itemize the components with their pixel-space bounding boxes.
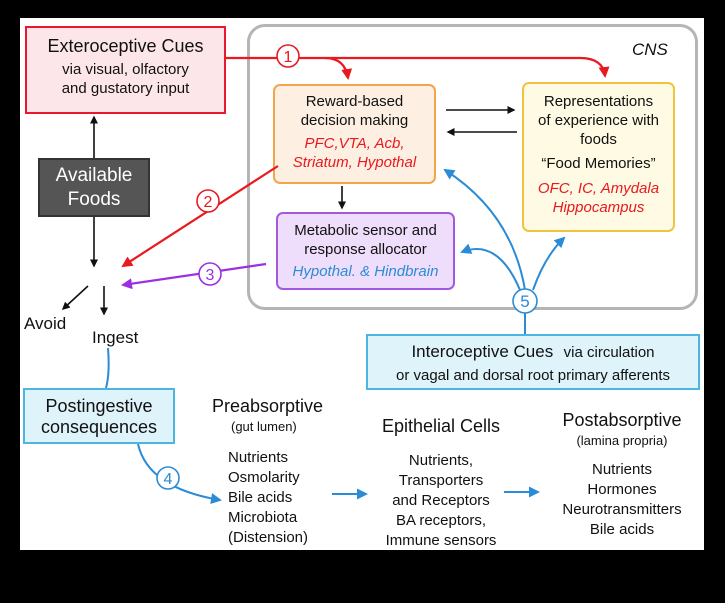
memory-regions-line1: OFC, IC, Amydala [537,180,660,197]
exteroceptive-line1: via visual, olfactory [62,61,189,78]
memory-line3: foods [580,131,617,148]
reward-regions-line1: PFC,VTA, Acb, [304,135,405,152]
list-item: Nutrients, [408,452,474,469]
interoceptive-cues-box: Interoceptive Cues via circulation or va… [366,334,700,390]
available-foods-line1: Available [55,165,133,186]
reward-line2: decision making [300,112,409,129]
interoceptive-line2: or vagal and dorsal root primary afferen… [395,367,671,384]
marker-1-label: 1 [284,49,293,66]
preabsorptive-sub: (gut lumen) [231,419,297,434]
arrow-4-to-preabsorptive [137,443,222,504]
interoceptive-suffix: via circulation [563,344,655,361]
marker-3: 3 [198,262,222,286]
avoid-label: Avoid [24,314,67,333]
marker-5: 5 [512,288,538,314]
arrow-2-to-choice [121,165,279,268]
ingest-label: Ingest [92,328,139,347]
list-item: Hormones [587,481,657,498]
interoceptive-title: Interoceptive Cues [411,342,554,361]
list-item: and Receptors [392,492,490,509]
reward-regions-line2: Striatum, Hypothal [292,154,417,171]
connector-layer: 1 2 3 4 5 [61,44,610,504]
arrow-to-avoid [61,285,89,311]
list-item: Nutrients [228,449,289,466]
cns-label: CNS [632,40,668,59]
postingestive-box: Postingestive consequences [23,388,175,444]
arrow-5-to-reward [443,168,526,291]
preabsorptive-title: Preabsorptive [212,396,324,416]
interoceptive-title-line: Interoceptive Cues via circulation [368,342,698,363]
postabsorptive-sub: (lamina propria) [576,433,668,448]
arrow-1-to-memory [325,56,610,78]
list-item: Transporters [398,472,484,489]
list-item: Neurotransmitters [562,501,682,518]
marker-2-label: 2 [204,194,213,211]
list-item: Microbiota [228,509,298,526]
available-foods-line2: Foods [67,189,121,210]
preabsorptive-list: Nutrients Osmolarity Bile acids Microbio… [228,448,345,548]
marker-1: 1 [276,44,300,68]
list-item: Immune sensors [385,532,497,549]
marker-4-label: 4 [164,471,173,488]
cns-region [247,24,698,310]
metabolic-sensor-box: Metabolic sensor and response allocator … [276,212,455,290]
memory-regions-line2: Hippocampus [552,199,645,216]
metabolic-line1: Metabolic sensor and [294,222,437,239]
memory-line4: “Food Memories” [541,155,656,172]
memory-line1: Representations [543,93,654,110]
list-item: Bile acids [589,521,655,538]
list-item: Nutrients [591,461,653,478]
postingestive-line2: consequences [40,417,158,437]
list-item: (Distension) [228,529,309,546]
metabolic-regions: Hypothal. & Hindbrain [292,263,439,280]
available-foods-box: Available Foods [38,158,150,217]
reward-decision-box: Reward-based decision making PFC,VTA, Ac… [273,84,436,184]
marker-3-label: 3 [206,267,215,284]
postingestive-line1: Postingestive [45,396,153,416]
exteroceptive-line2: and gustatory input [61,80,190,97]
list-item: Bile acids [228,489,293,506]
exteroceptive-cues-box: Exteroceptive Cues via visual, olfactory… [25,26,226,114]
epithelial-column: Epithelial Cells Nutrients, Transporters… [366,416,516,550]
preabsorptive-column: Preabsorptive (gut lumen) Nutrients Osmo… [205,396,345,550]
food-memories-box: Representations of experience with foods… [522,82,675,232]
marker-5-label: 5 [520,292,529,311]
list-item: Osmolarity [228,469,300,486]
reward-line1: Reward-based [305,93,404,110]
postabsorptive-title: Postabsorptive [562,410,682,430]
arrow-5-to-memory [532,236,566,291]
metabolic-line2: response allocator [304,241,427,258]
marker-4: 4 [156,466,180,490]
exteroceptive-title: Exteroceptive Cues [47,36,204,56]
memory-line2: of experience with [538,112,659,129]
list-item: BA receptors, [395,512,487,529]
arrow-5-to-metabolic [460,243,521,291]
arrow-3-to-choice [121,262,267,290]
marker-2: 2 [196,189,220,213]
epithelial-title: Epithelial Cells [381,416,501,436]
diagram-canvas: CNS Exteroceptive Cues via visual, olfac… [20,18,704,550]
postabsorptive-list: Nutrients Hormones Neurotransmitters Bil… [542,460,702,540]
postabsorptive-column: Postabsorptive (lamina propria) Nutrient… [542,410,702,550]
line-ingest-to-postingestive [105,347,110,389]
epithelial-list: Nutrients, Transporters and Receptors BA… [366,451,516,550]
